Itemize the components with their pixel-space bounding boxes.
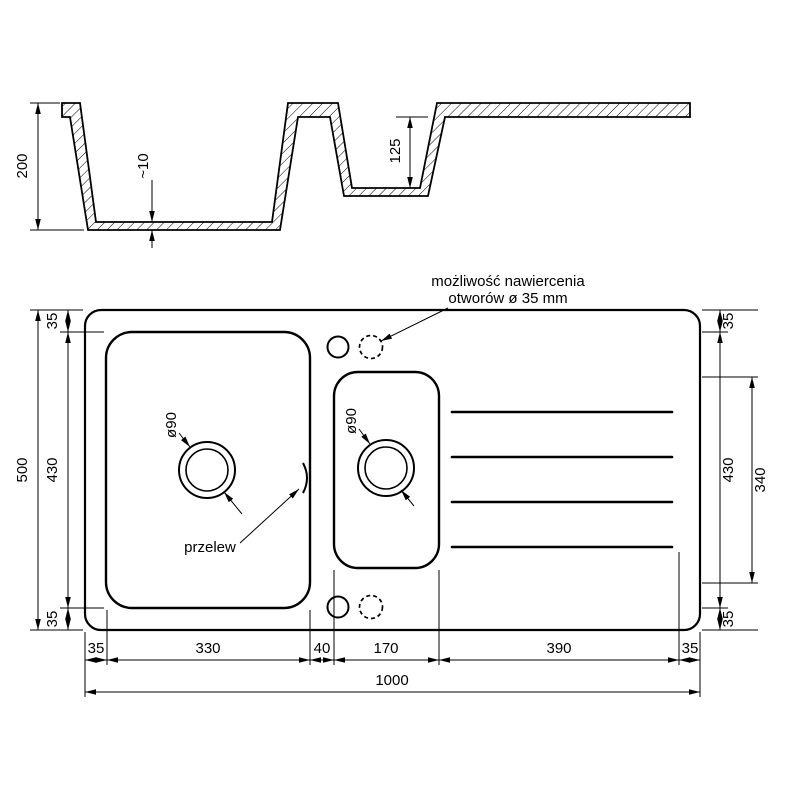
leader-line: [178, 432, 191, 448]
dims-right: 35 430 35 340: [702, 309, 769, 631]
drain-inner-circle: [185, 448, 229, 492]
holes-annotation-line1: możliwość nawiercenia: [431, 273, 585, 290]
small-bowl-drain: [357, 439, 415, 497]
sink-cross-section-profile: [61, 102, 691, 231]
leader-line: [358, 428, 371, 445]
leader-line: [380, 307, 449, 342]
drain-outer-circle: [357, 439, 415, 497]
leader-line: [400, 489, 415, 507]
dim-label-left-bottom: 35: [44, 611, 61, 628]
dim-label-bottom-seg-1: 330: [195, 640, 220, 657]
dim-label-left-top: 35: [44, 313, 61, 330]
dim-label-bottom-seg-3: 170: [373, 640, 398, 657]
dim-label-overall-height: 500: [14, 457, 31, 482]
tap-hole-optional-bottom: [358, 594, 384, 620]
dims-bottom: 35 330 40 170 390 35 1000: [84, 552, 701, 697]
holes-annotation: możliwość nawiercenia otworów ø 35 mm: [380, 273, 585, 342]
dim-label-bottom-seg-5: 35: [682, 640, 699, 657]
dim-label-right-bottom: 35: [720, 611, 737, 628]
large-bowl-drain: [178, 441, 236, 499]
dim-label-bottom-seg-0: 35: [88, 640, 105, 657]
plan-view: możliwość nawiercenia otworów ø 35 mm pr…: [14, 273, 769, 697]
dim-label-drainer-span: 340: [752, 467, 769, 492]
leader-line: [239, 488, 300, 544]
tap-hole-bottom: [326, 595, 350, 619]
dim-drain-small: ø90: [343, 408, 415, 507]
dim-label-drain-small: ø90: [343, 408, 360, 434]
dim-label-small-bowl-depth: 125: [387, 138, 404, 163]
drain-inner-circle: [364, 446, 408, 490]
dim-label-bottom-seg-4: 390: [546, 640, 571, 657]
dim-label-right-top: 35: [720, 313, 737, 330]
dim-label-bottom-seg-2: 40: [314, 640, 331, 657]
dim-small-bowl-depth: 125: [387, 116, 428, 188]
dim-label-drain-large: ø90: [163, 412, 180, 438]
dims-left: 500 35 430 35: [14, 309, 104, 631]
drain-outer-circle: [178, 441, 236, 499]
dim-label-right-mid: 430: [720, 457, 737, 482]
small-bowl-outline: [332, 370, 441, 570]
section-view: 200 ~10 125: [14, 102, 691, 248]
dim-total-depth: 200: [14, 102, 84, 231]
tap-hole-optional-top: [358, 334, 384, 360]
holes-annotation-line2: otworów ø 35 mm: [448, 290, 567, 307]
overflow-annotation: przelew: [184, 488, 300, 556]
overflow-slot: [302, 462, 308, 494]
dim-drain-large: ø90: [163, 412, 243, 515]
dim-label-total-depth: 200: [14, 153, 31, 178]
overflow-label: przelew: [184, 539, 236, 556]
leader-line: [223, 491, 243, 515]
sink-outer-edge: [83, 308, 702, 632]
drainer-grooves: [450, 410, 674, 549]
dim-bottom-thickness: ~10: [135, 153, 155, 248]
large-bowl-outline: [104, 330, 312, 610]
dim-label-left-mid: 430: [44, 457, 61, 482]
dim-label-bottom-thickness: ~10: [135, 153, 152, 178]
dim-label-overall-width: 1000: [375, 672, 408, 689]
tap-hole-top: [326, 335, 350, 359]
